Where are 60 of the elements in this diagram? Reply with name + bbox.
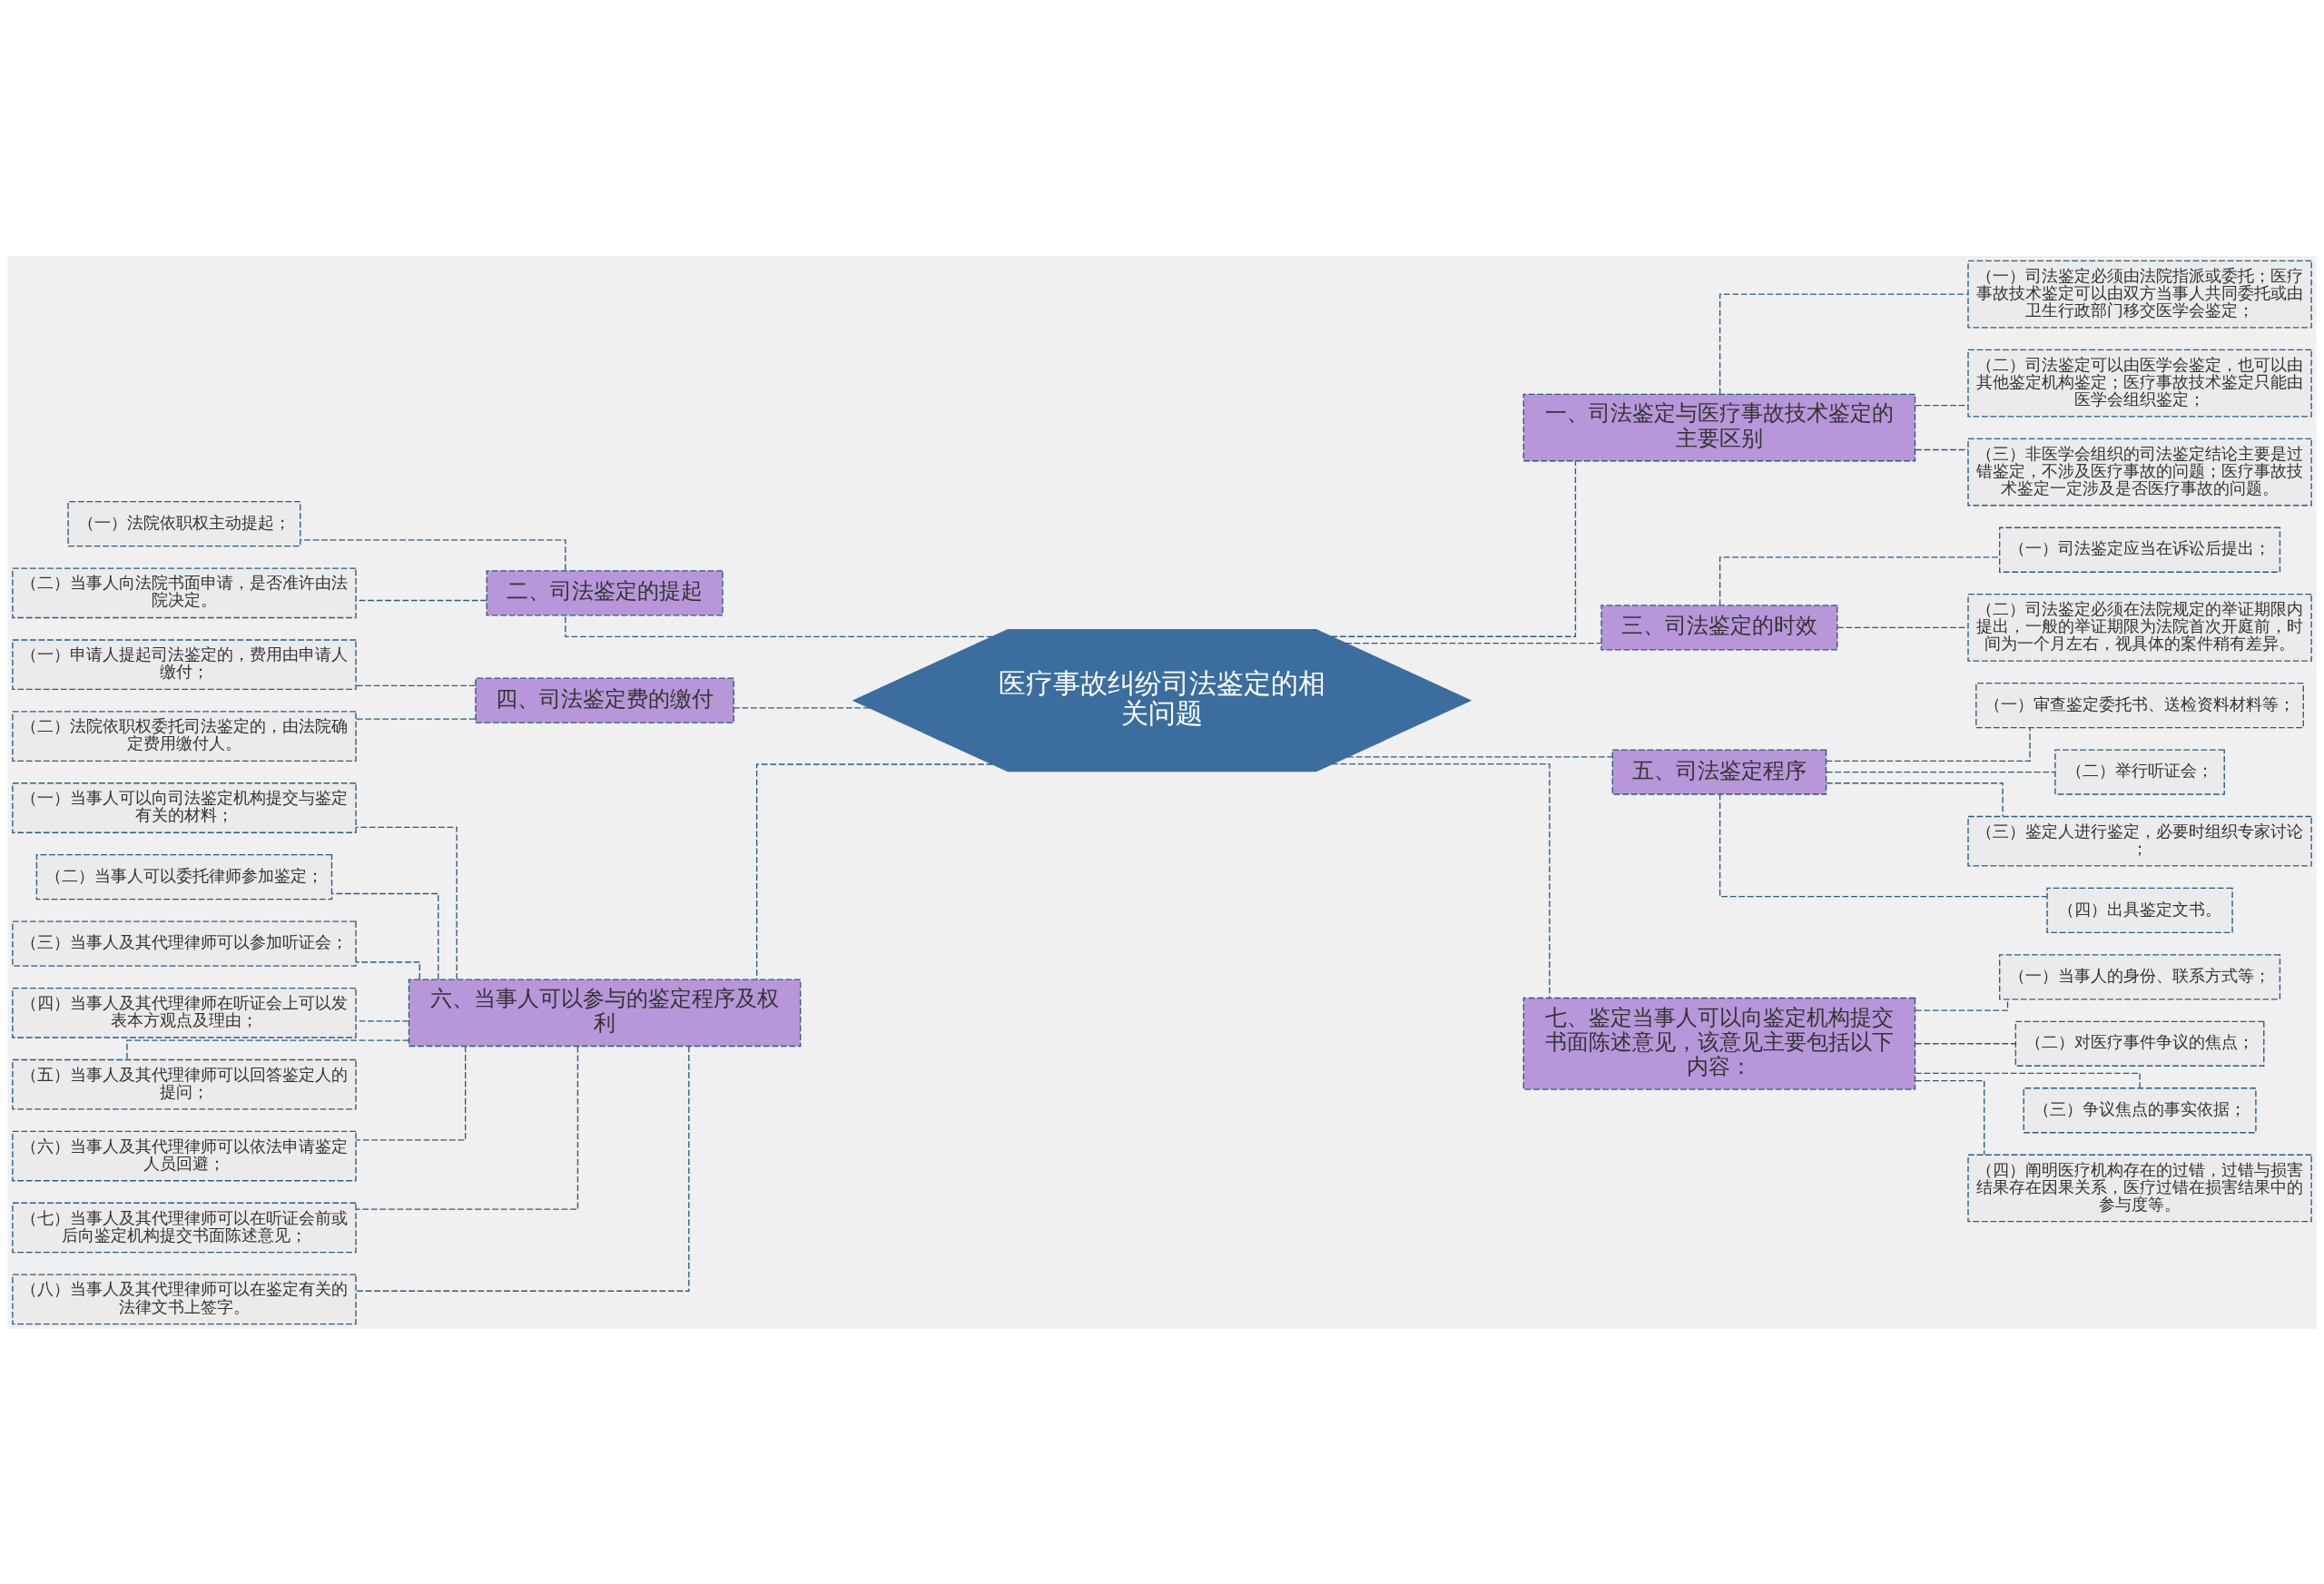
node-box: 六、当事人可以参与的鉴定程序及权利	[408, 978, 802, 1047]
node-box: （三）当事人及其代理律师可以参加听证会；	[12, 920, 357, 967]
connector	[331, 892, 439, 980]
node-box: （八）当事人及其代理律师可以在鉴定有关的法律文书上签字。	[12, 1273, 357, 1324]
connector	[1915, 448, 1969, 450]
connector	[1718, 556, 2001, 606]
node-box: （一）司法鉴定必须由法院指派或委托；医疗事故技术鉴定可以由双方当事人共同委托或由卫生行政部门移交医学会鉴定；	[1967, 260, 2312, 329]
node-box: （三）非医学会组织的司法鉴定结论主要是过错鉴定，不涉及医疗事故的问题；医疗事故技术鉴定一定涉及是否医疗事故的问题。	[1967, 438, 2312, 506]
node-box: （四）出具鉴定文书。	[2046, 887, 2233, 933]
connector	[756, 762, 993, 980]
connector	[1837, 626, 1969, 628]
connector	[355, 1019, 409, 1022]
connector	[1330, 459, 1577, 637]
node-box: （二）司法鉴定必须在法院规定的举证期限内提出，一般的举证期限为法院首次开庭前，时间为一个月左右，视具体的案件稍有差异。	[1967, 593, 2312, 662]
node-box: 七、鉴定当事人可以向鉴定机构提交书面陈述意见，该意见主要包括以下内容：	[1522, 997, 1916, 1090]
node-box: （六）当事人及其代理律师可以依法申请鉴定人员回避；	[12, 1130, 357, 1181]
node-box: （一）法院依职权主动提起；	[67, 500, 301, 546]
node-box: （二）对医疗事件争议的焦点；	[2014, 1020, 2265, 1067]
connector	[355, 684, 476, 686]
node-box: （二）当事人向法院书面申请，是否准许由法院决定。	[12, 566, 357, 618]
connector	[355, 1045, 467, 1141]
connector	[1826, 782, 2004, 817]
node-box: （四）当事人及其代理律师在听证会上可以发表本方观点及理由；	[12, 987, 357, 1038]
connector	[1826, 771, 2056, 772]
node-box: 二、司法鉴定的提起	[486, 569, 724, 615]
connector	[1718, 792, 2048, 897]
node-box: 三、司法鉴定的时效	[1600, 604, 1838, 651]
node-box: （一）审查鉴定委托书、送检资料材料等；	[1975, 682, 2304, 728]
node-box: （五）当事人及其代理律师可以回答鉴定人的提问；	[12, 1058, 357, 1110]
connector	[1915, 1042, 2016, 1044]
connector	[355, 717, 476, 720]
connector	[1331, 762, 1551, 999]
node-box: （一）司法鉴定应当在诉讼后提出；	[1999, 526, 2281, 573]
connector	[1346, 755, 1613, 758]
node-box: （二）当事人可以委托律师参加鉴定；	[35, 853, 333, 900]
node-box: （四）阐明医疗机构存在的过错，过错与损害结果存在因果关系，医疗过错在损害结果中的参与度等。	[1967, 1154, 2312, 1222]
node-box: （一）当事人的身份、联系方式等；	[1999, 953, 2281, 999]
connector	[1825, 726, 2031, 762]
node-box: 一、司法鉴定与医疗事故技术鉴定的主要区别	[1522, 393, 1916, 461]
node-box: （三）争议焦点的事实依据；	[2023, 1087, 2257, 1133]
connector	[1915, 404, 1969, 406]
connector	[1344, 642, 1602, 644]
node-box: （三）鉴定人进行鉴定，必要时组织专家讨论；	[1967, 815, 2312, 867]
connector	[1718, 293, 1969, 395]
node-box: 五、司法鉴定程序	[1611, 748, 1827, 795]
connector	[355, 599, 487, 601]
connector	[355, 826, 458, 979]
connector	[300, 538, 566, 571]
node-box: （二）法院依职权委托司法鉴定的，由法院确定费用缴付人。	[12, 710, 357, 762]
node-box: （二）举行听证会；	[2054, 748, 2225, 795]
connector	[355, 1045, 690, 1292]
connector	[733, 706, 871, 708]
node-box: （二）司法鉴定可以由医学会鉴定，也可以由其他鉴定机构鉴定；医疗事故技术鉴定只能由医学会组织鉴定；	[1967, 349, 2312, 417]
connector	[355, 1045, 579, 1210]
node-box: （一）当事人可以向司法鉴定机构提交与鉴定有关的材料；	[12, 782, 357, 833]
node-box: 四、司法鉴定费的缴付	[475, 677, 734, 723]
node-box: （七）当事人及其代理律师可以在听证会前或后向鉴定机构提交书面陈述意见；	[12, 1202, 357, 1253]
connector	[355, 960, 420, 980]
node-box: （一）申请人提起司法鉴定的，费用由申请人缴付；	[12, 638, 357, 690]
connector	[1915, 1079, 1985, 1156]
